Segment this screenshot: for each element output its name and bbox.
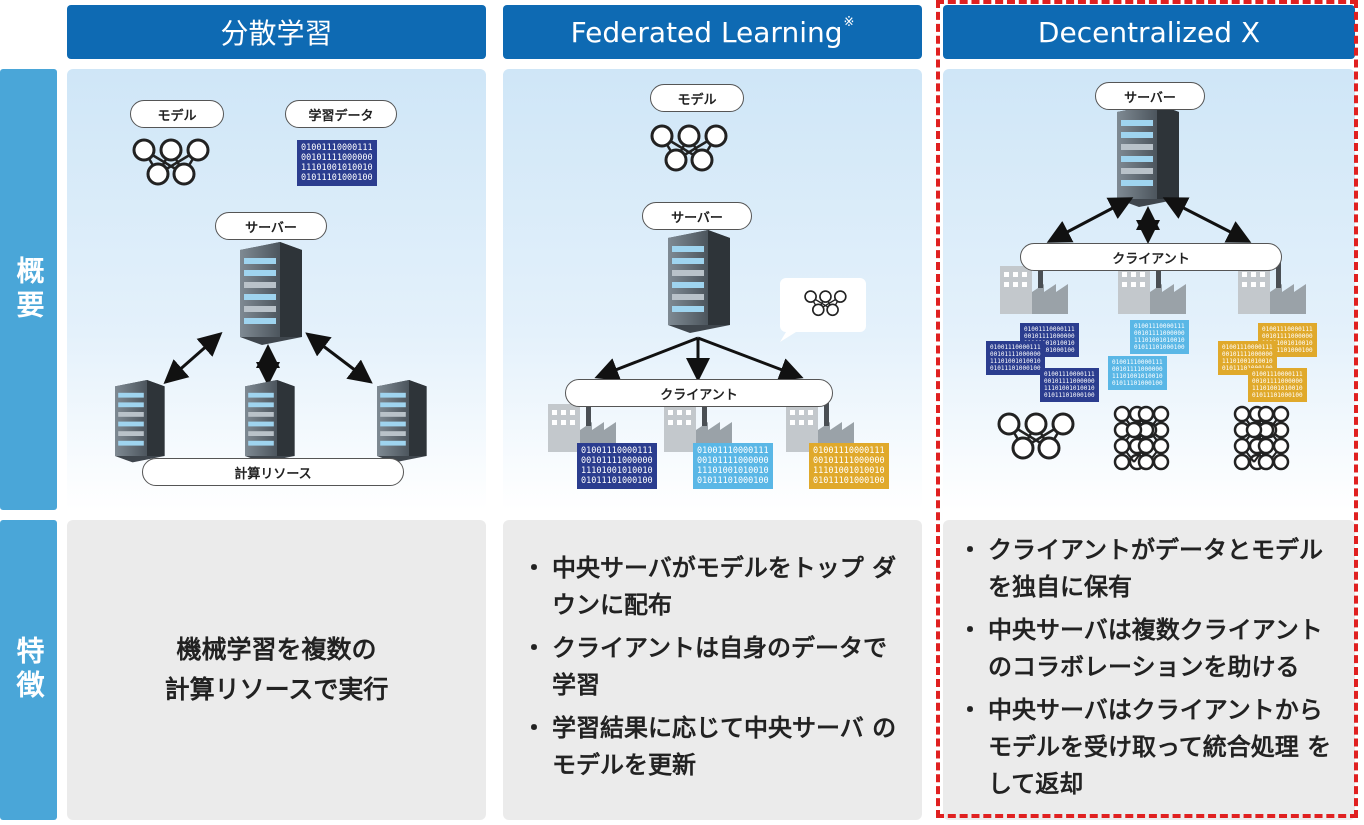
label-text: サーバー [245, 220, 297, 236]
client-data-block: 01001110000111 00101111000000 1110100101… [809, 443, 889, 489]
client-data-block: 01001110000111 00101111000000 1110100101… [577, 443, 657, 489]
training-data-label: 学習データ [285, 100, 397, 128]
feature-item: クライアントは自身のデータで 学習 [522, 630, 905, 704]
feature-item: 学習結果に応じて中央サーバ のモデルを更新 [522, 710, 905, 784]
feature-list-decentralized: クライアントがデータとモデル を独自に保有 中央サーバは複数クライアント のコラ… [958, 532, 1341, 809]
model-label: モデル [650, 84, 744, 112]
client-label: クライアント [1020, 243, 1282, 271]
training-data-block: 01001110000111 00101111000000 1110100101… [297, 140, 377, 186]
label-text: モデル [157, 108, 197, 124]
label-text: サーバー [1124, 90, 1176, 106]
feature-list-federated: 中央サーバがモデルをトップ ダウンに配布 クライアントは自身のデータで 学習 学… [522, 550, 905, 790]
client-data-block: 01001110000111 00101111000000 1110100101… [1130, 320, 1189, 354]
feature-item: 中央サーバがモデルをトップ ダウンに配布 [522, 550, 905, 624]
feature-panel-distributed [67, 520, 486, 820]
column-title: Federated Learning [570, 15, 843, 49]
client-data-block: 01001110000111 00101111000000 1110100101… [1108, 356, 1167, 390]
client-label: クライアント [565, 379, 833, 407]
client-data-block: 01001110000111 00101111000000 1110100101… [1040, 368, 1099, 402]
server-label: サーバー [215, 212, 327, 240]
label-text: モデル [677, 92, 717, 108]
label-text: サーバー [671, 210, 723, 226]
row-label-features: 特徴 [0, 520, 57, 820]
compute-resources-label: 計算リソース [142, 458, 404, 486]
feature-text-distributed: 機械学習を複数の 計算リソースで実行 [67, 630, 486, 710]
column-title: Decentralized X [1037, 15, 1261, 49]
column-header-federated-learning: Federated Learning※ [503, 5, 922, 59]
label-text: クライアント [1112, 251, 1190, 267]
server-label: サーバー [642, 202, 752, 230]
client-data-block: 01001110000111 00101111000000 1110100101… [1248, 368, 1307, 402]
feature-line: 計算リソースで実行 [164, 675, 389, 704]
client-data-block: 01001110000111 00101111000000 1110100101… [693, 443, 773, 489]
server-label: サーバー [1095, 82, 1205, 110]
row-label-text: 概要 [12, 255, 46, 324]
column-header-distributed-learning: 分散学習 [67, 5, 486, 59]
footnote-mark: ※ [843, 14, 855, 30]
feature-item: 中央サーバはクライアントから モデルを受け取って統合処理 をして返却 [958, 692, 1341, 803]
column-title: 分散学習 [220, 17, 333, 50]
feature-line: 機械学習を複数の [176, 635, 377, 664]
row-label-text: 特徴 [12, 636, 46, 704]
label-text: クライアント [660, 387, 738, 403]
highlight-border [936, 0, 1358, 818]
feature-item: 中央サーバは複数クライアント のコラボレーションを助ける [958, 612, 1341, 686]
column-header-decentralized-x: Decentralized X [943, 5, 1355, 59]
label-text: 学習データ [308, 108, 374, 124]
client-data-block: 01001110000111 00101111000000 1110100101… [1218, 341, 1277, 375]
label-text: 計算リソース [234, 466, 312, 482]
client-data-block: 01001110000111 00101111000000 1110100101… [986, 341, 1045, 375]
row-label-overview: 概要 [0, 69, 57, 510]
feature-item: クライアントがデータとモデル を独自に保有 [958, 532, 1341, 606]
model-label: モデル [130, 100, 224, 128]
